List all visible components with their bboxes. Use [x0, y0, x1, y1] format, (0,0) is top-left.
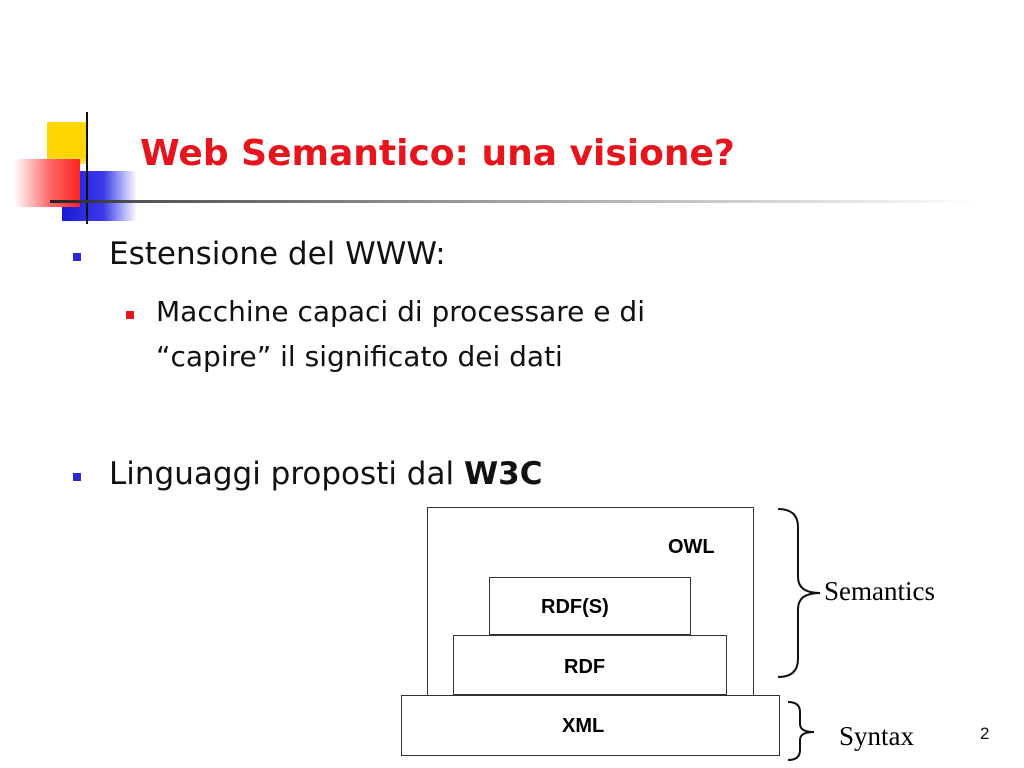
- decorative-vertical-line: [86, 112, 88, 224]
- slide-title: Web Semantico: una visione?: [140, 133, 735, 174]
- slide-number: 2: [980, 724, 990, 743]
- sub-bullet-marker: [126, 311, 134, 319]
- semantics-brace-icon: [777, 508, 821, 678]
- owl-layer-label: OWL: [668, 536, 715, 558]
- sub-bullet-machines-line1: Macchine capaci di processare e di: [156, 295, 645, 328]
- bullet-item-w3c-prefix: Linguaggi proposti dal: [109, 456, 464, 492]
- title-underline-rule: [50, 200, 980, 203]
- decorative-yellow-square: [47, 122, 87, 164]
- bullet-item-www-extension: Estensione del WWW:: [109, 236, 446, 272]
- rdfs-layer-label: RDF(S): [541, 596, 609, 618]
- xml-layer-label: XML: [562, 715, 605, 737]
- bullet-item-w3c-languages: Linguaggi proposti dal W3C: [109, 456, 542, 492]
- rdf-layer-box: [453, 635, 727, 695]
- bullet-marker: [73, 473, 81, 481]
- rdf-layer-label: RDF: [564, 656, 606, 678]
- sub-bullet-machines-line2: “capire” il significato dei dati: [156, 340, 563, 373]
- bullet-marker: [73, 253, 81, 261]
- rdfs-layer-box: [489, 577, 691, 635]
- syntax-label: Syntax: [839, 721, 915, 751]
- semantics-label: Semantics: [824, 576, 935, 606]
- decorative-red-square: [14, 159, 80, 207]
- xml-layer-box: [401, 695, 780, 756]
- syntax-brace-icon: [787, 701, 815, 761]
- w3c-label: W3C: [463, 456, 543, 492]
